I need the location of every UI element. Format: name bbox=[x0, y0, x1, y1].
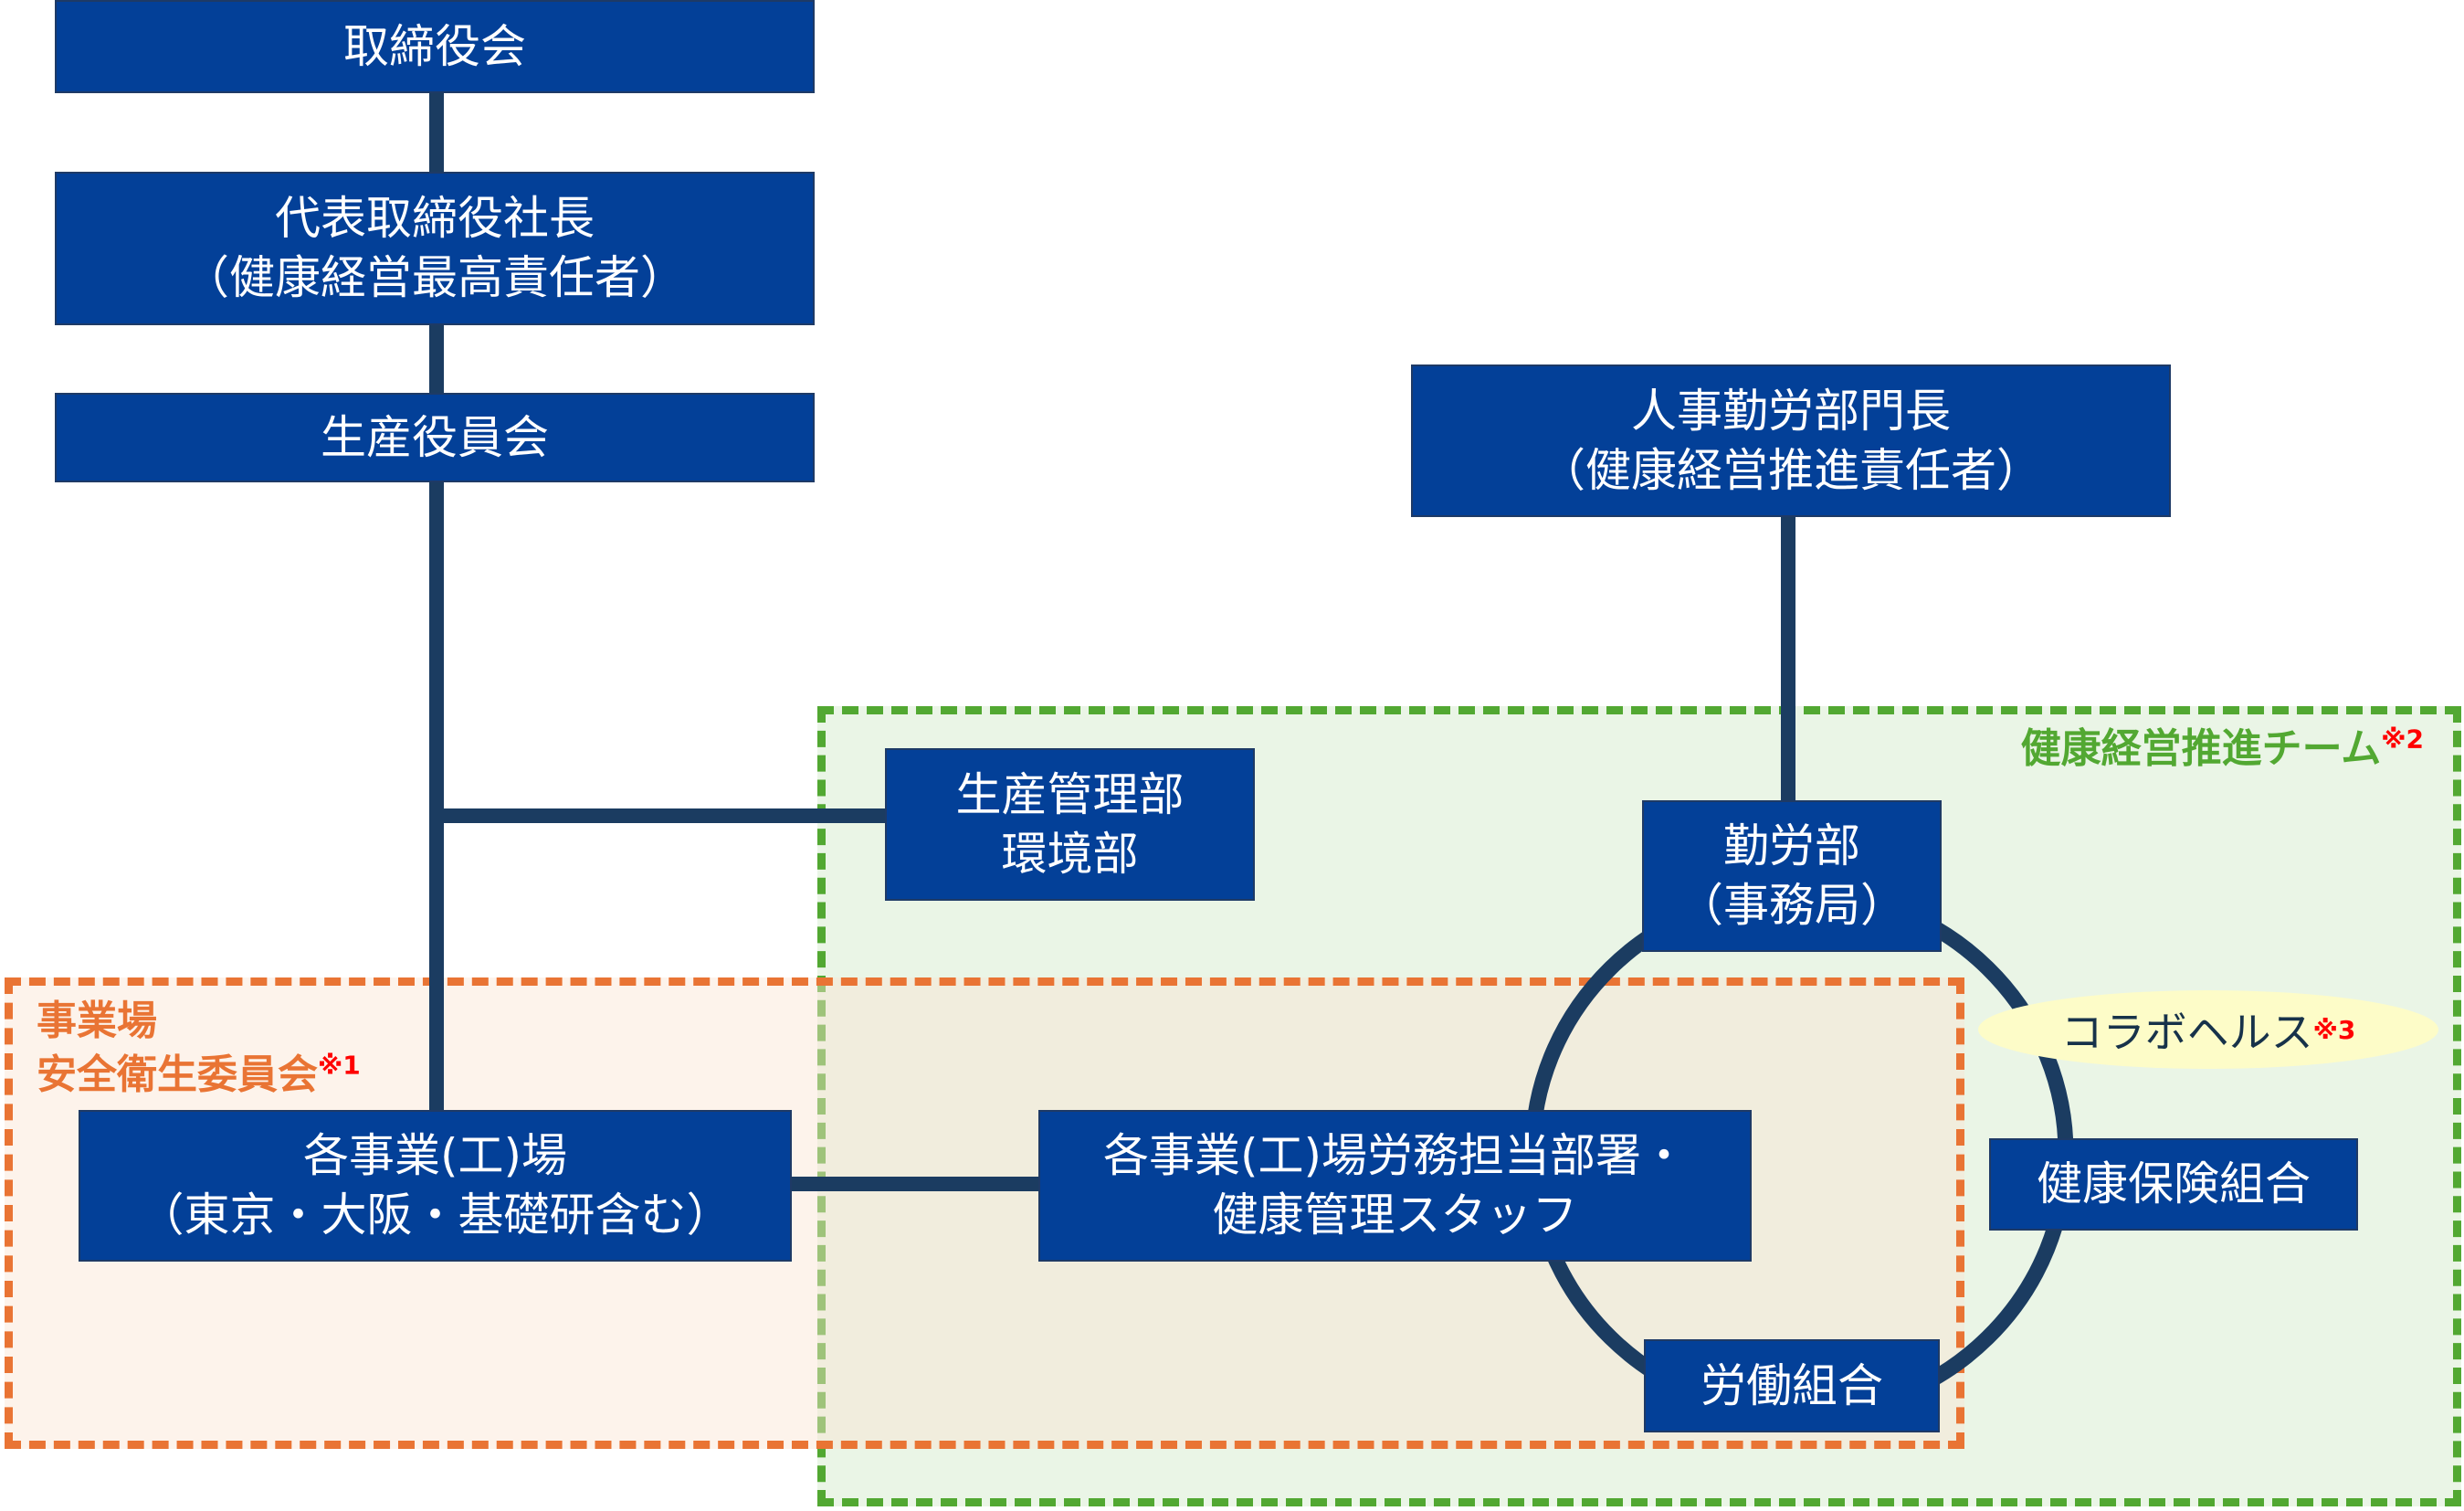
footnote-2: ※2 bbox=[2381, 724, 2424, 755]
health-insurance-box[interactable]: 健康保険組合 bbox=[1989, 1138, 2358, 1231]
collab-health-label: コラボヘルス※3 bbox=[1978, 990, 2438, 1069]
secretariat-label: （事務局） bbox=[1678, 879, 1906, 932]
connector-president-production-board bbox=[429, 323, 444, 395]
health-insurance-label: 健康保険組合 bbox=[2037, 1157, 2311, 1210]
sites-detail: （東京・大阪・基礎研含む） bbox=[138, 1189, 732, 1242]
labor-union-box[interactable]: 労働組合 bbox=[1644, 1339, 1940, 1432]
sites-box[interactable]: 各事業(工)場 （東京・大阪・基礎研含む） bbox=[79, 1110, 792, 1262]
collab-health-text: コラボヘルス bbox=[2060, 1008, 2313, 1057]
connector-hr-head-labor-dept bbox=[1781, 515, 1795, 802]
committee-zone-label-line1: 事業場 bbox=[37, 998, 157, 1044]
environment-dept-label: 環境部 bbox=[1001, 827, 1139, 881]
site-staff-box[interactable]: 各事業(工)場労務担当部署・ 健康管理スタッフ bbox=[1038, 1110, 1752, 1262]
footnote-3: ※3 bbox=[2312, 1014, 2356, 1045]
board-of-directors-box[interactable]: 取締役会 bbox=[55, 0, 815, 93]
production-mgmt-box[interactable]: 生産管理部 環境部 bbox=[885, 748, 1255, 901]
production-mgmt-label: 生産管理部 bbox=[955, 767, 1185, 821]
president-title: 代表取締役社長 bbox=[275, 192, 595, 245]
health-staff-label: 健康管理スタッフ bbox=[1212, 1189, 1578, 1242]
production-board-label: 生産役員会 bbox=[321, 410, 549, 464]
committee-zone-label: 事業場 安全衛生委員会※1 bbox=[37, 994, 361, 1103]
connector-to-production-mgmt bbox=[437, 808, 887, 823]
president-role: （健康経営最高責任者） bbox=[184, 251, 686, 304]
board-label: 取締役会 bbox=[343, 19, 526, 73]
connector-sites-site-staff bbox=[789, 1177, 1040, 1191]
president-box[interactable]: 代表取締役社長 （健康経営最高責任者） bbox=[55, 172, 815, 325]
committee-zone-label-line2: 安全衛生委員会 bbox=[37, 1051, 318, 1099]
labor-dept-box[interactable]: 勤労部 （事務局） bbox=[1642, 800, 1942, 952]
hr-head-role: （健康経営推進責任者） bbox=[1540, 443, 2042, 497]
team-zone-label-text: 健康経営推進チーム bbox=[2020, 725, 2382, 772]
connector-production-board-sites bbox=[429, 481, 444, 1112]
team-zone-label: 健康経営推進チーム※2 bbox=[2021, 722, 2424, 776]
sites-label: 各事業(工)場 bbox=[302, 1129, 567, 1182]
hr-head-box[interactable]: 人事勤労部門長 （健康経営推進責任者） bbox=[1411, 365, 2171, 517]
footnote-1: ※1 bbox=[318, 1050, 361, 1081]
hr-head-title: 人事勤労部門長 bbox=[1631, 384, 1951, 438]
connector-board-president bbox=[429, 91, 444, 174]
production-board-box[interactable]: 生産役員会 bbox=[55, 393, 815, 482]
labor-union-label: 労働組合 bbox=[1701, 1358, 1883, 1412]
labor-dept-label: 勤労部 bbox=[1723, 819, 1860, 872]
site-staff-label: 各事業(工)場労務担当部署・ bbox=[1102, 1129, 1687, 1182]
